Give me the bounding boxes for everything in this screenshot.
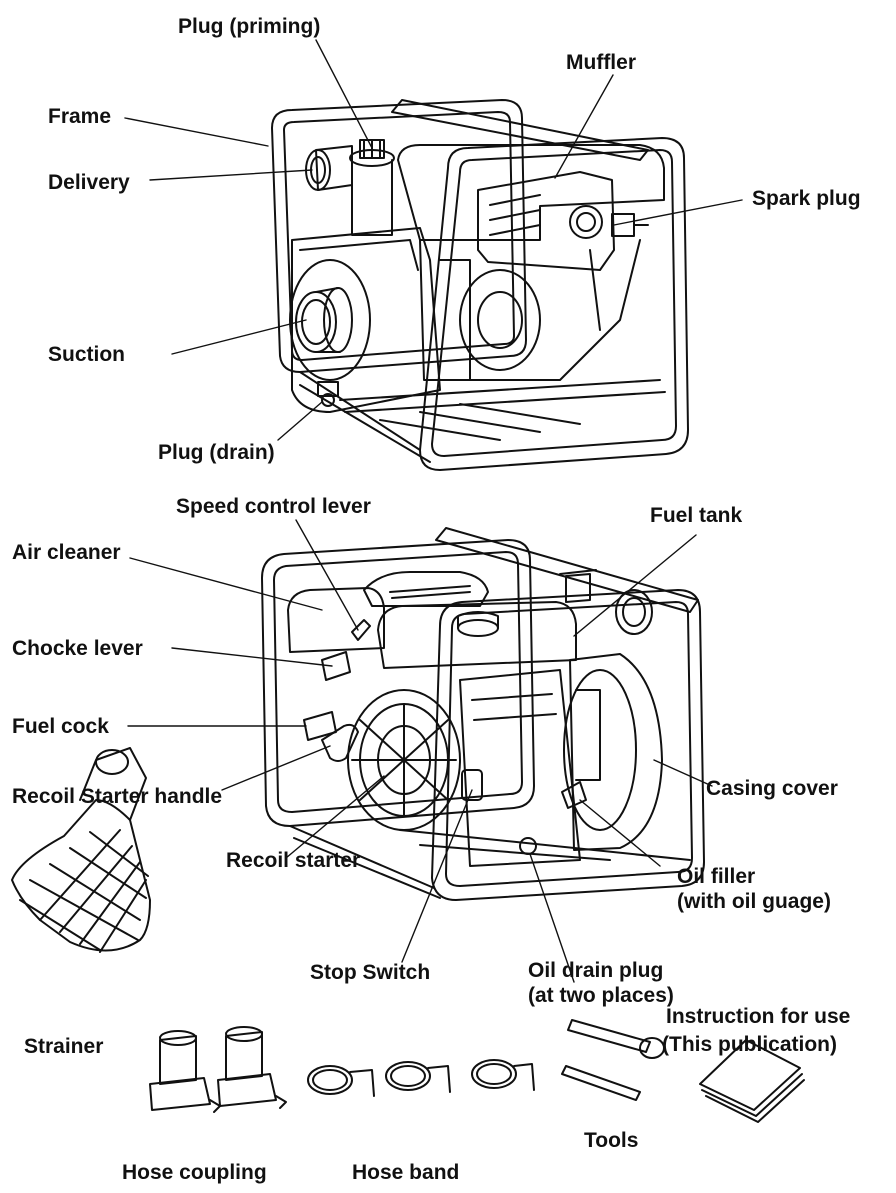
frame-front-top — [419, 137, 689, 471]
engine-top — [397, 144, 665, 381]
speed-lever-bottom — [351, 619, 371, 641]
drain-plug-top — [317, 381, 339, 407]
booklet-drawing — [699, 1039, 805, 1123]
tools-drawing — [561, 1019, 665, 1101]
label-stop-switch: Stop Switch — [310, 961, 431, 984]
frame-back-bottom — [261, 539, 535, 827]
fuel-cock-bottom — [303, 711, 337, 741]
label-frame: Frame — [48, 105, 112, 128]
label-strainer: Strainer — [24, 1035, 104, 1058]
casing-cover-bottom — [563, 653, 663, 851]
recoil-starter-bottom — [347, 689, 461, 831]
label-fuel-cock: Fuel cock — [12, 715, 109, 738]
label-instruction: Instruction for use — [666, 1005, 851, 1028]
label-oil-filler: Oil filler — [677, 865, 756, 888]
label-muffler: Muffler — [566, 51, 636, 74]
label-tools: Tools — [584, 1129, 639, 1152]
label-delivery: Delivery — [48, 171, 130, 194]
label-hose-coupling: Hose coupling — [122, 1161, 267, 1184]
label-hose-band: Hose band — [352, 1161, 460, 1184]
oil-drain-bottom — [519, 837, 537, 855]
choke-lever-bottom — [321, 651, 351, 681]
label-air-cleaner: Air cleaner — [12, 541, 121, 564]
label-casing-cover: Casing cover — [706, 777, 838, 800]
label-instruction-sub: (This publication) — [662, 1033, 837, 1056]
label-spark-plug: Spark plug — [752, 187, 861, 210]
delivery-fitting-top — [305, 145, 353, 191]
label-recoil-starter: Recoil starter — [226, 849, 361, 872]
spark-plug-top — [611, 213, 649, 237]
label-recoil-starter-handle: Recoil Starter handle — [12, 785, 223, 808]
label-oil-filler-sub: (with oil guage) — [677, 890, 831, 913]
pump-top-view — [271, 99, 689, 471]
leader-lines-bottom — [127, 519, 713, 983]
label-plug-drain: Plug (drain) — [158, 441, 275, 464]
recoil-handle-bottom — [321, 723, 359, 762]
label-speed-control-lever: Speed control lever — [176, 495, 371, 518]
label-chocke-lever: Chocke lever — [12, 637, 143, 660]
oil-filler-bottom — [561, 781, 587, 809]
leader-lines-top — [124, 39, 743, 441]
stop-switch-bottom — [461, 769, 483, 801]
pump-bottom-view — [261, 527, 705, 901]
label-suction: Suction — [48, 343, 125, 366]
frame-back-top — [271, 99, 527, 373]
label-oil-drain-plug: Oil drain plug — [528, 959, 664, 982]
pump-housing-top — [291, 227, 441, 413]
muffler-top — [477, 171, 615, 271]
label-oil-drain-plug-sub: (at two places) — [528, 984, 674, 1007]
strainer-drawing — [11, 747, 151, 953]
air-cleaner-bottom — [287, 587, 385, 653]
priming-plug-top — [349, 139, 395, 236]
hose-band-drawing — [307, 1059, 535, 1097]
label-plug-priming: Plug (priming) — [178, 15, 321, 38]
hose-coupling-drawing — [149, 1026, 287, 1113]
fuel-tank-bottom — [377, 601, 577, 669]
label-fuel-tank: Fuel tank — [650, 504, 743, 527]
